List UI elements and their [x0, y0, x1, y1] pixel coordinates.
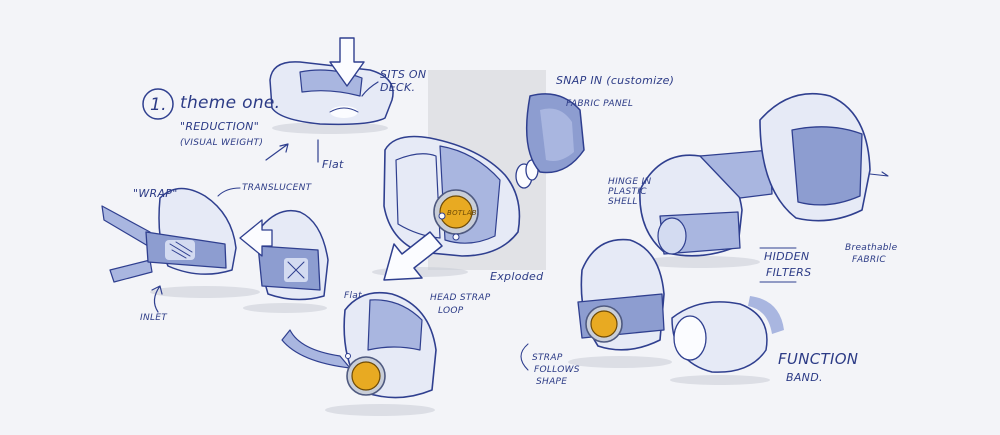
note-head-strap-1: HEAD STRAP	[430, 293, 491, 303]
deck-mask-sketch	[269, 37, 394, 134]
fabric-panel-sketch: SNAP IN (customize) FABRIC PANEL	[525, 74, 674, 174]
exploded-mask-sketch: BOTLAB HEAD STRAP LOOP Exploded	[372, 135, 544, 316]
note-flat-mid: Flat	[344, 291, 362, 301]
note-flat-top: Flat	[322, 158, 344, 171]
valve-badge: BOTLAB	[447, 209, 477, 217]
note-theme-one: theme one.	[180, 93, 280, 113]
note-number: 1.	[150, 95, 167, 115]
note-head-strap-2: LOOP	[438, 306, 464, 316]
note-translucent: TRANSLUCENT	[242, 183, 313, 193]
note-hinge-3: SHELL	[608, 197, 638, 207]
note-exploded: Exploded	[490, 270, 544, 283]
note-reduction: "REDUCTION"	[180, 120, 259, 133]
hinged-mask-sketch: HINGE IN PLASTIC SHELL HIDDEN FILTERS Br…	[608, 92, 898, 283]
profile-mask-sketch: STRAP FOLLOWS SHAPE	[520, 238, 672, 387]
note-sits-on-2: DECK.	[380, 81, 415, 94]
note-wrap: "WRAP"	[133, 187, 178, 200]
note-hinge-1: HINGE IN	[608, 177, 651, 187]
title-notes: 1. theme one. "REDUCTION" (VISUAL WEIGHT…	[142, 68, 426, 171]
note-breathable-1: Breathable	[845, 243, 898, 253]
note-sits-on-1: SITS ON	[380, 68, 426, 81]
note-snap-in: SNAP IN (customize)	[556, 74, 674, 87]
note-hinge-2: PLASTIC	[608, 187, 647, 197]
note-strap-2: FOLLOWS	[534, 365, 580, 375]
wrap-mask-sketch: "WRAP" TRANSLUCENT INLET	[101, 183, 313, 323]
note-visual-weight: (VISUAL WEIGHT)	[180, 138, 263, 148]
note-function-2: BAND.	[786, 371, 823, 384]
note-strap-3: SHAPE	[536, 377, 567, 387]
note-inlet: INLET	[140, 313, 168, 323]
note-strap-1: STRAP	[532, 353, 563, 363]
note-fabric-panel: FABRIC PANEL	[566, 99, 633, 109]
valve-mask-sketch	[281, 291, 437, 416]
note-breathable-2: FABRIC	[852, 255, 886, 265]
note-hidden-2: FILTERS	[766, 266, 811, 279]
note-hidden-1: HIDDEN	[764, 250, 809, 263]
note-function-1: FUNCTION	[778, 350, 858, 368]
function-band-sketch: FUNCTION BAND.	[670, 296, 858, 385]
flat-mask-sketch: Flat	[239, 209, 362, 313]
